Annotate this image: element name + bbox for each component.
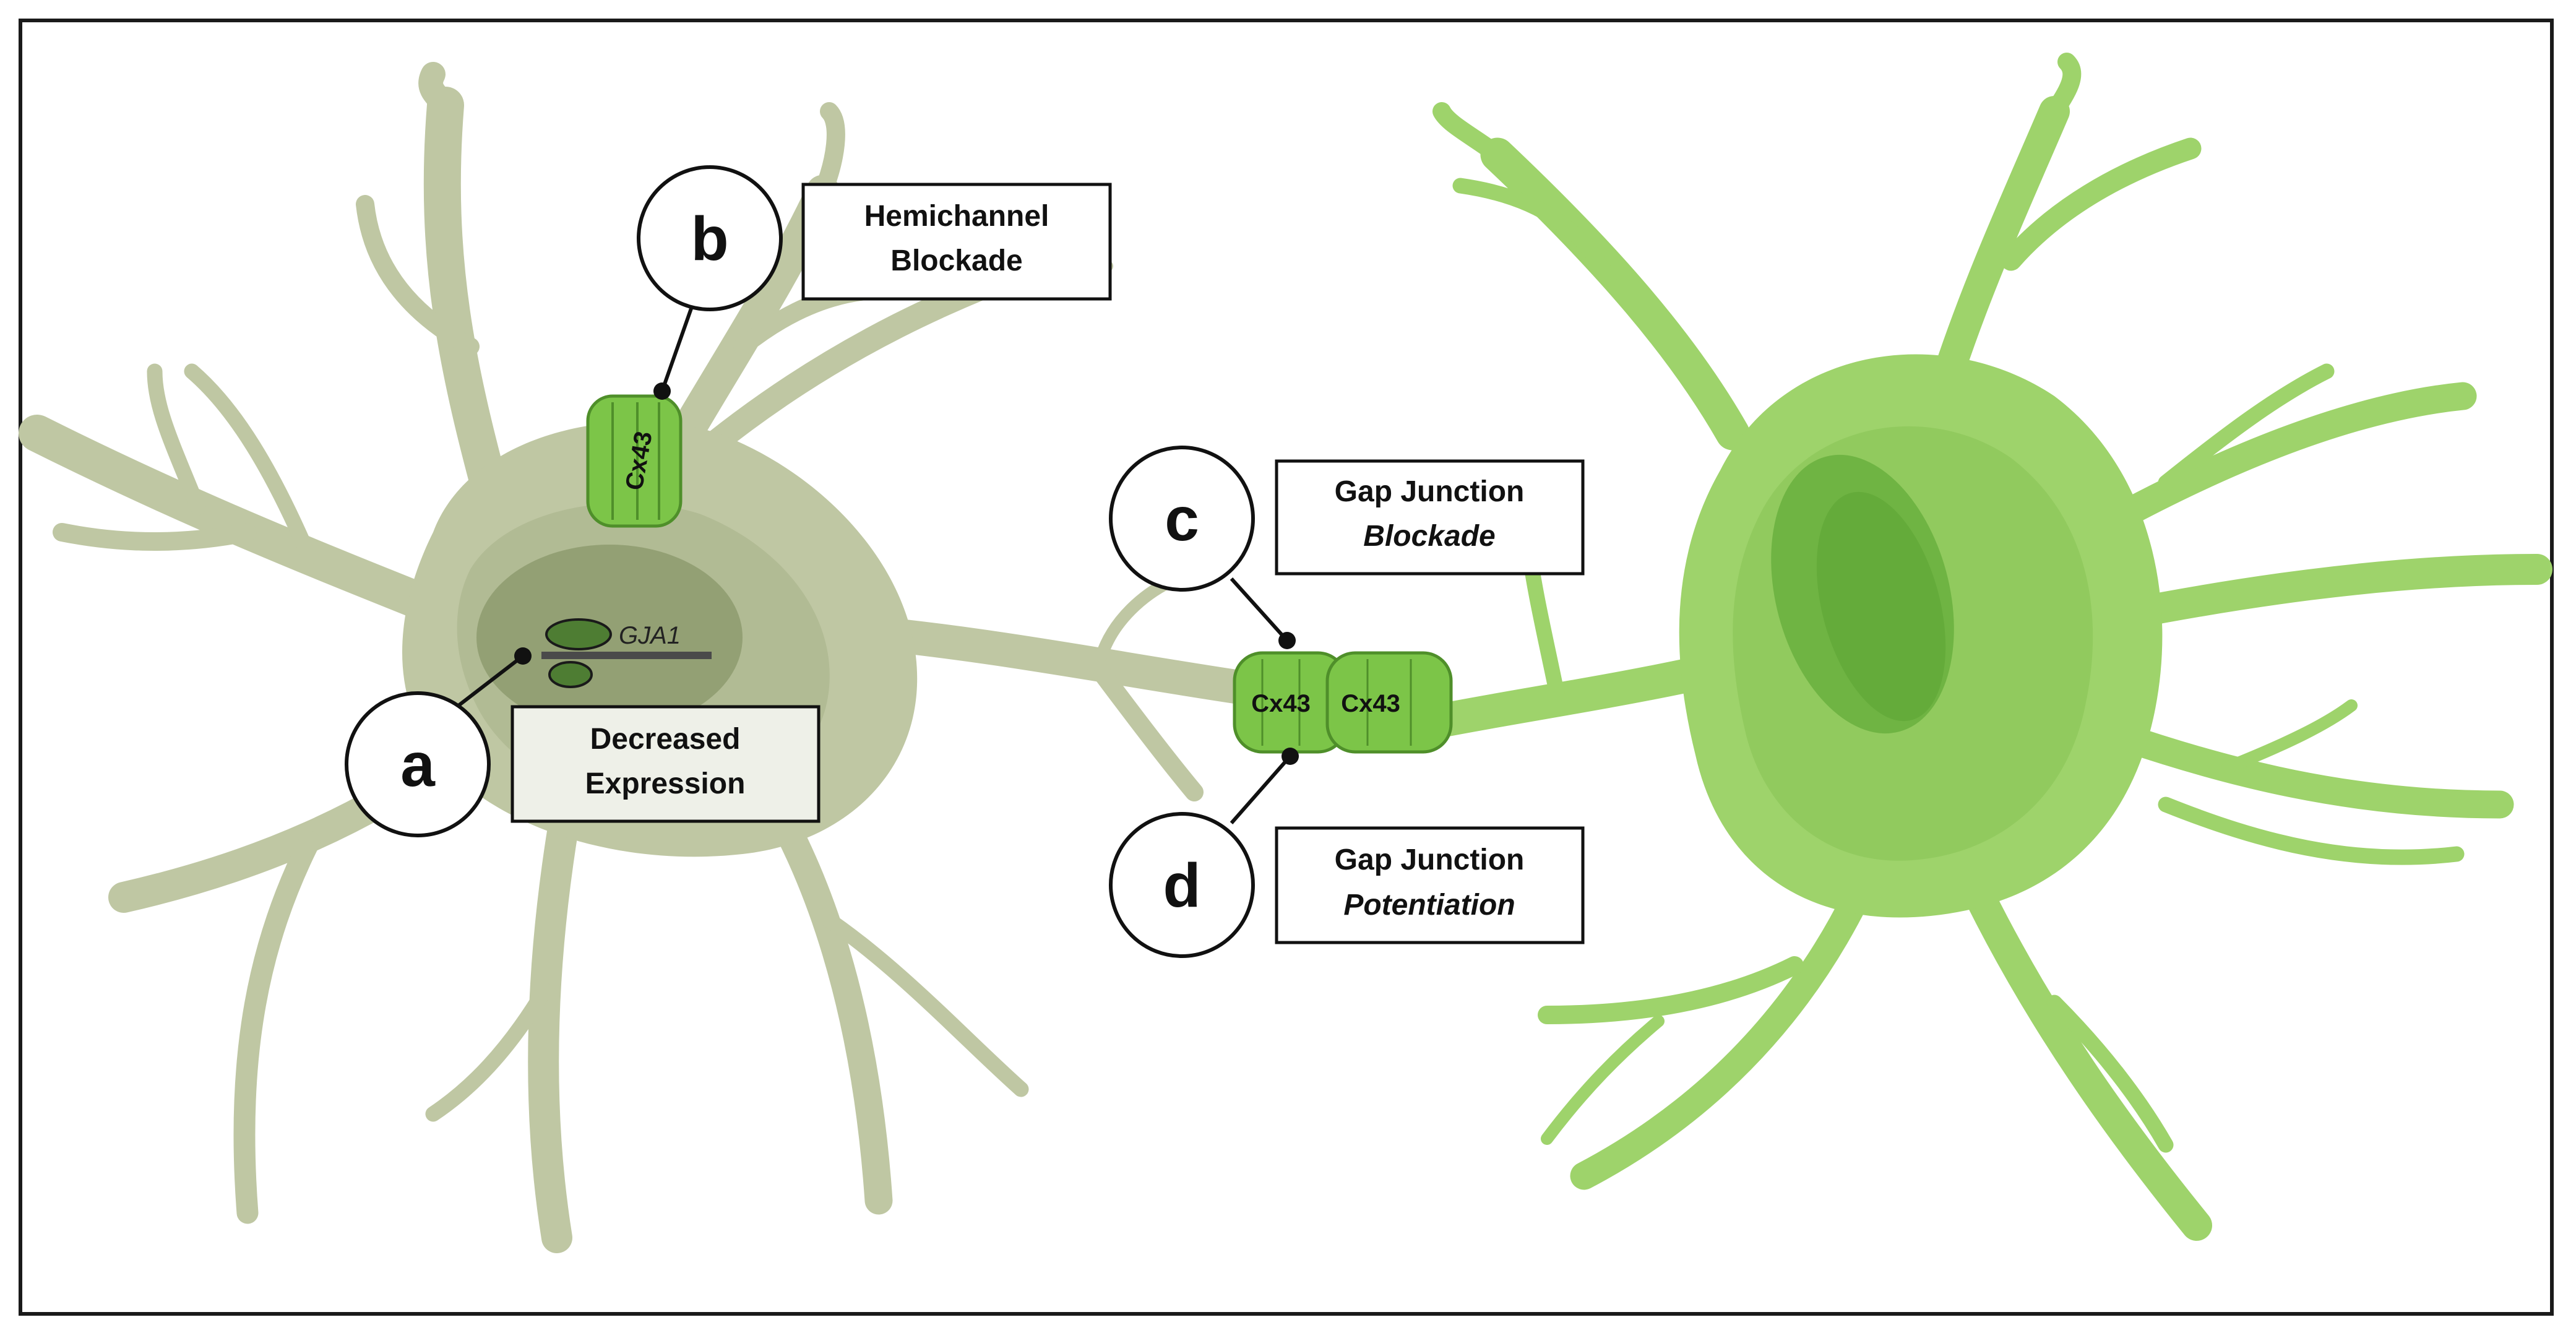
callout-c-line2: Blockade — [1363, 520, 1495, 553]
callout-c-letter: c — [1165, 485, 1199, 554]
callout-b-leader — [660, 303, 695, 392]
ribosome-small-subunit — [548, 661, 593, 688]
callout-c-leader — [1230, 577, 1289, 642]
callout-b-box — [801, 183, 1112, 301]
callout-b-letter: b — [691, 204, 728, 274]
callout-d-circle — [1109, 812, 1255, 958]
callout-b: b Hemichannel Blockade — [637, 165, 1112, 400]
callout-a-line1: Decreased — [590, 723, 741, 756]
callout-b-dot — [653, 382, 671, 400]
ribosome-large-subunit — [545, 618, 612, 650]
gap-junction-right-half — [1325, 651, 1453, 754]
callout-b-line2: Blockade — [890, 244, 1022, 277]
gap-junction-left-label: Cx43 — [1251, 690, 1311, 717]
callout-c: c Gap Junction Blockade — [1109, 446, 1585, 649]
callout-d: d Gap Junction Potentiation — [1109, 748, 1585, 958]
hemichannel-cx43: Cx43 — [586, 394, 683, 528]
right-astrocyte — [1406, 53, 2552, 1241]
gene-label: GJA1 — [619, 622, 681, 649]
callout-b-line1: Hemichannel — [864, 200, 1049, 233]
callout-a: a Decreased Expression — [345, 647, 821, 837]
callout-a-box — [510, 705, 821, 823]
callout-d-leader — [1230, 755, 1292, 824]
dna-strand — [541, 652, 712, 659]
callout-d-line2: Potentiation — [1343, 889, 1515, 921]
callout-d-box — [1275, 826, 1585, 944]
gap-junction-cx43: Cx43 Cx43 — [1233, 651, 1453, 754]
callout-a-circle — [345, 691, 491, 837]
gja1-gene: GJA1 — [541, 618, 712, 688]
callout-a-line2: Expression — [585, 767, 746, 800]
callout-c-dot — [1278, 632, 1296, 649]
callout-c-box — [1275, 459, 1585, 576]
callout-b-circle — [637, 165, 783, 311]
gap-junction-right-label: Cx43 — [1341, 690, 1400, 717]
callout-a-dot — [514, 647, 532, 665]
right-astrocyte-processes — [1406, 53, 2552, 1241]
callout-a-letter: a — [400, 730, 436, 800]
callout-c-circle — [1109, 446, 1255, 592]
callout-c-line1: Gap Junction — [1335, 475, 1525, 508]
callout-d-dot — [1282, 748, 1299, 765]
callout-d-line1: Gap Junction — [1335, 844, 1525, 876]
right-nucleus-inner — [1816, 491, 1946, 722]
callout-d-letter: d — [1163, 851, 1200, 920]
